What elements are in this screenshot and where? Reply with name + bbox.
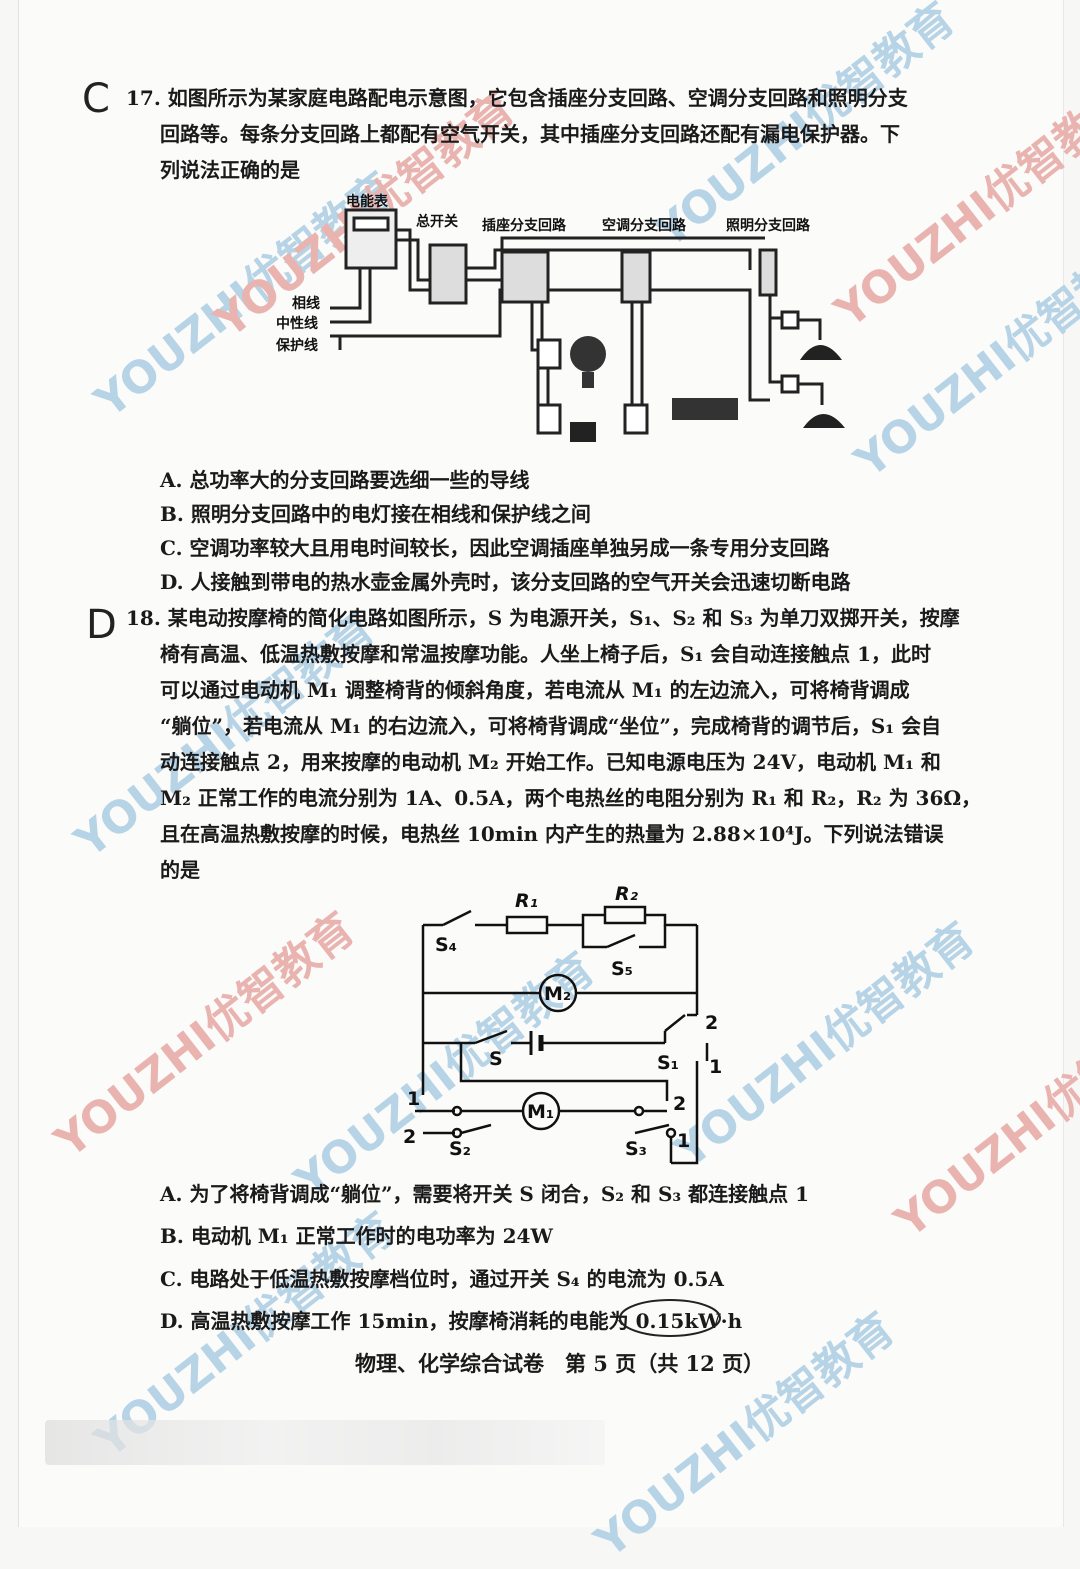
option-17-c: C. 空调功率较大且用电时间较长，因此空调插座单独另成一条专用分支回路 — [160, 536, 830, 560]
r2-label: R₂ — [615, 885, 639, 905]
m1-label: M₁ — [527, 1101, 554, 1123]
question-text-line: 的是 — [160, 858, 200, 882]
ground-wire-label: 保护线 — [275, 337, 318, 354]
option-18-d: D. 高温热敷按摩工作 15min，按摩椅消耗的电能为 0.15kW·h — [160, 1309, 743, 1333]
m2-label: M₂ — [544, 983, 571, 1005]
question-text-line: 可以通过电动机 M₁ 调整椅背的倾斜角度，若电流从 M₁ 的左边流入，可将椅背调… — [160, 678, 910, 702]
light-branch-label: 照明分支回路 — [726, 217, 811, 234]
option-17-d: D. 人接触到带电的热水壶金属外壳时，该分支回路的空气开关会迅速切断电路 — [160, 570, 851, 594]
contact-label: 2 — [403, 1126, 416, 1148]
question-text-line: 椅有高温、低温热敷按摩和常温按摩功能。人坐上椅子后，S₁ 会自动连接触点 1，此… — [160, 642, 932, 666]
question-17-stem: 17. 如图所示为某家庭电路配电示意图，它包含插座分支回路、空调分支回路和照明分… — [126, 80, 908, 188]
lamp-icon — [803, 414, 845, 428]
option-18-a: A. 为了将椅背调成“躺位”，需要将开关 S 闭合，S₂ 和 S₃ 都连接触点 … — [160, 1182, 809, 1206]
page-footer: 物理、化学综合试卷 第 5 页（共 12 页） — [355, 1351, 765, 1376]
s2-label: S₂ — [449, 1138, 471, 1160]
socket-branch-label: 插座分支回路 — [482, 217, 567, 234]
kettle-icon — [570, 422, 596, 442]
contact-label: 1 — [407, 1088, 420, 1110]
question-text-line: 列说法正确的是 — [160, 158, 300, 182]
live-wire-label: 相线 — [292, 295, 320, 312]
blurred-scan-artifact — [45, 1420, 605, 1465]
contact-label: 2 — [673, 1093, 686, 1115]
meter-label: 电能表 — [346, 193, 389, 210]
s-label: S — [489, 1048, 503, 1070]
lamp-icon — [800, 345, 842, 360]
handwritten-answer-18: D — [86, 602, 117, 648]
question-text-line: “躺位”，若电流从 M₁ 的右边流入，可将椅背调成“坐位”，完成椅背的调节后，S… — [160, 714, 942, 738]
option-17-a: A. 总功率大的分支回路要选细一些的导线 — [160, 468, 530, 492]
question-text-line: 18. 某电动按摩椅的简化电路如图所示，S 为电源开关，S₁、S₂ 和 S₃ 为… — [126, 606, 960, 630]
distribution-circuit-diagram: 电能表 总开关 插座分支回路 空调分支回路 照明分支回路 相线 中性线 保护线 — [275, 193, 845, 442]
s1-label: S₁ — [657, 1052, 679, 1074]
question-text-line: M₂ 正常工作的电流分别为 1A、0.5A，两个电热丝的电阻分别为 R₁ 和 R… — [160, 786, 982, 810]
s3-label: S₃ — [625, 1138, 647, 1160]
option-17-b: B. 照明分支回路中的电灯接在相线和保护线之间 — [160, 502, 591, 526]
contact-label: 2 — [705, 1012, 718, 1034]
ac-branch-label: 空调分支回路 — [602, 217, 687, 234]
question-text-line: 动连接触点 2，用来按摩的电动机 M₂ 开始工作。已知电源电压为 24V，电动机… — [160, 750, 941, 774]
fan-icon — [570, 336, 606, 372]
question-text-line: 17. 如图所示为某家庭电路配电示意图，它包含插座分支回路、空调分支回路和照明分… — [126, 86, 908, 110]
option-18-b: B. 电动机 M₁ 正常工作时的电功率为 24W — [160, 1224, 553, 1248]
question-18-stem: 18. 某电动按摩椅的简化电路如图所示，S 为电源开关，S₁、S₂ 和 S₃ 为… — [126, 600, 981, 888]
handwritten-answer-17: C — [82, 76, 110, 122]
contact-label: 1 — [677, 1130, 690, 1152]
air-conditioner-icon — [672, 398, 738, 420]
option-18-c: C. 电路处于低温热敷按摩档位时，通过开关 S₄ 的电流为 0.5A — [160, 1267, 724, 1291]
question-text-line: 且在高温热敷按摩的时候，电热丝 10min 内产生的热量为 2.88×10⁴J。… — [160, 822, 944, 846]
main-switch-label: 总开关 — [416, 213, 458, 230]
handwritten-circle — [619, 1299, 721, 1337]
massage-chair-circuit-diagram: R₁ R₂ S₄ S₅ M₂ M₁ S S₁ S₂ S₃ 1 2 2 1 2 1 — [403, 885, 722, 1165]
question-text-line: 回路等。每条分支回路上都配有空气开关，其中插座分支回路还配有漏电保护器。下 — [160, 122, 900, 146]
contact-label: 1 — [709, 1056, 722, 1078]
s4-label: S₄ — [435, 934, 457, 956]
s5-label: S₅ — [611, 958, 633, 980]
neutral-wire-label: 中性线 — [276, 315, 318, 332]
r1-label: R₁ — [515, 890, 538, 912]
